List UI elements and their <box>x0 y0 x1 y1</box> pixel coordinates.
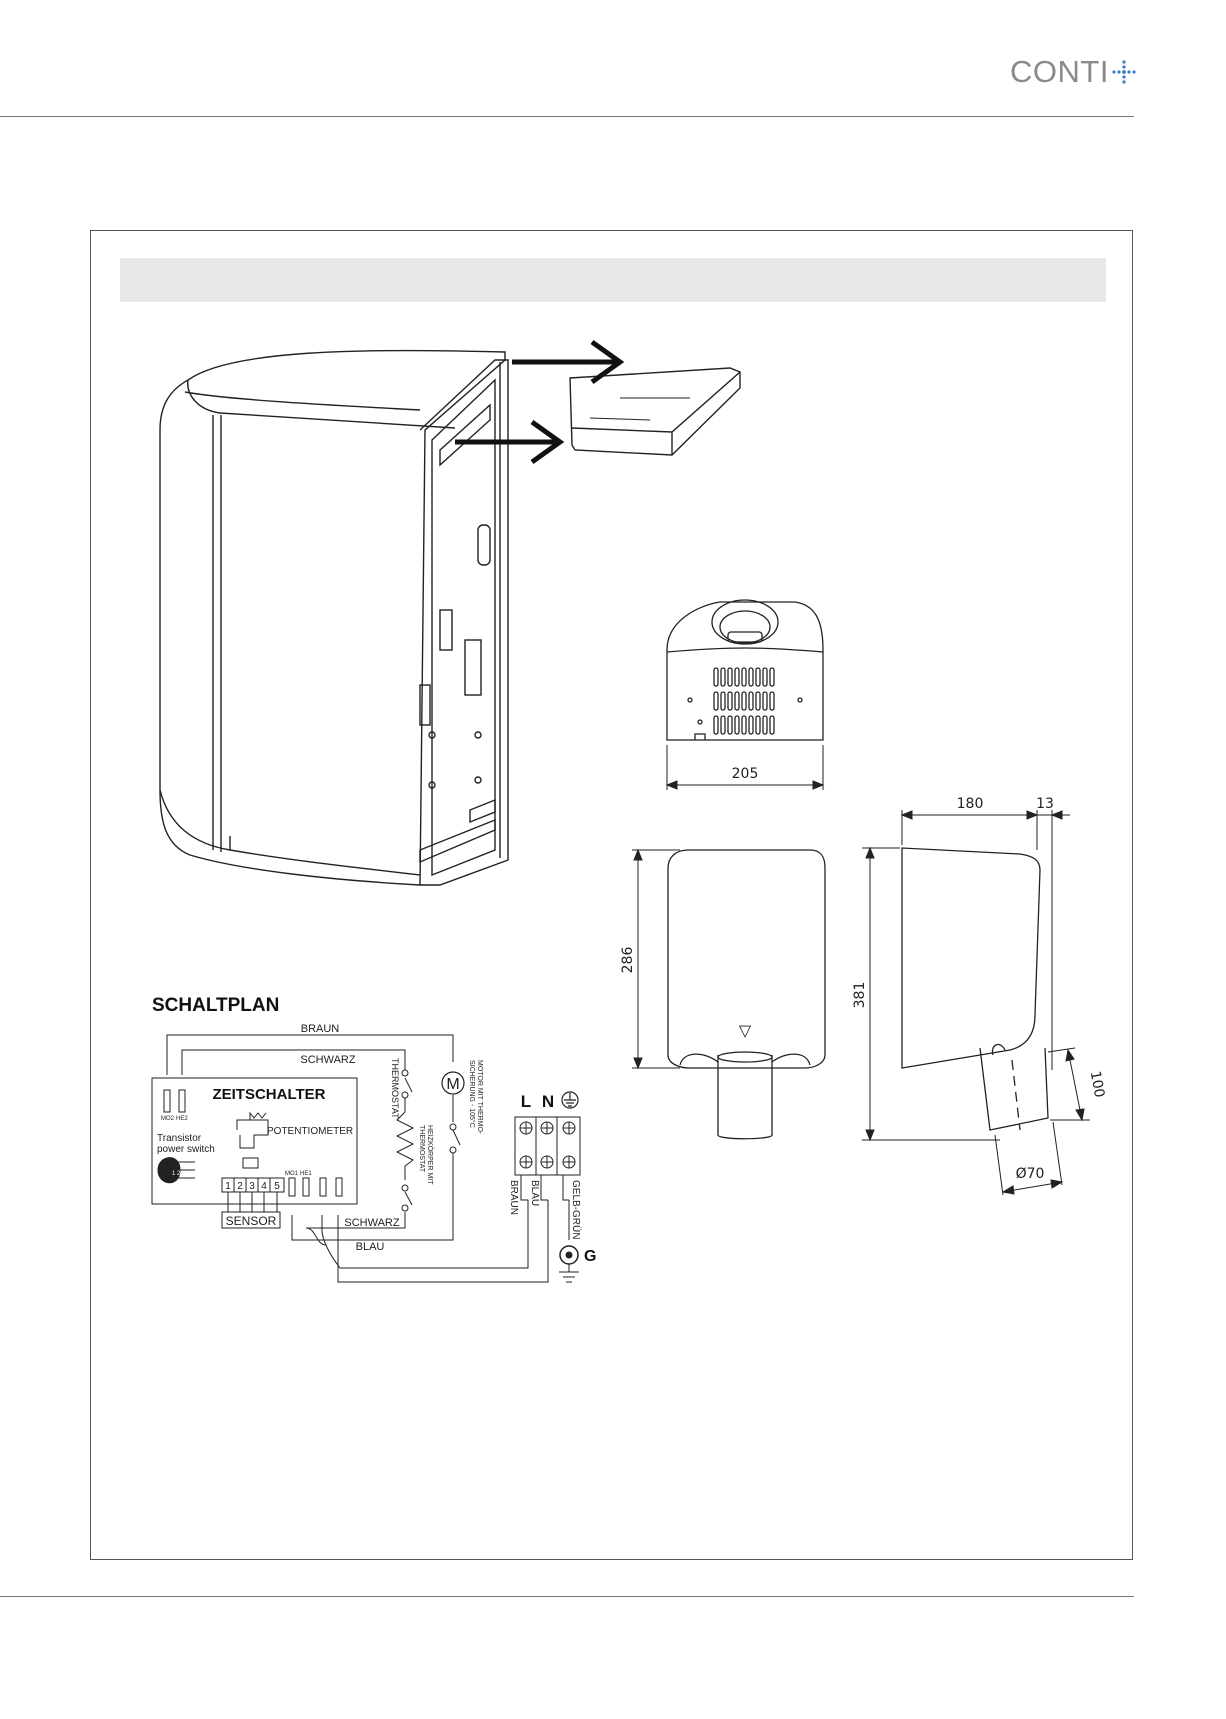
label-braun-top: BRAUN <box>301 1023 340 1035</box>
label-terminal-n: N <box>542 1092 554 1111</box>
label-transistor-1: Transistor <box>157 1133 202 1144</box>
label-heater-2: THERMOSTAT <box>418 1125 425 1173</box>
label-terminal-l: L <box>521 1092 531 1111</box>
label-transistor-pins: 1 2 3 <box>172 1171 186 1177</box>
label-ground: G <box>584 1248 596 1265</box>
label-schwarz-top: SCHWARZ <box>300 1054 355 1066</box>
dimension-outlet-diameter-label: Ø70 <box>1016 1166 1045 1182</box>
dimension-height-side <box>862 848 1000 1140</box>
dimension-height-front-label: 286 <box>620 947 636 974</box>
ground-terminal-dot <box>566 1252 573 1259</box>
label-sensor: SENSOR <box>226 1214 277 1228</box>
label-timer: ZEITSCHALTER <box>212 1086 325 1103</box>
dimension-width-label: 205 <box>732 766 759 782</box>
sensor-pin-3: 3 <box>249 1181 255 1192</box>
label-wire-blau: BLAU <box>529 1180 540 1206</box>
dimension-outlet-length-label: 100 <box>1087 1070 1107 1099</box>
motor-symbol-label: M <box>446 1076 459 1093</box>
dimension-offset-label: 13 <box>1036 796 1054 812</box>
wiring-title: SCHALTPLAN <box>152 995 279 1016</box>
earth-icon <box>562 1092 578 1108</box>
dimension-outlet-length <box>1048 1048 1090 1120</box>
housing-isometric-drawing <box>160 350 508 885</box>
label-wire-gelb-gruen: GELB-GRÜN <box>570 1180 582 1239</box>
sensor-pin-4: 4 <box>261 1181 267 1192</box>
dimension-height-front <box>632 850 680 1068</box>
label-blau-bottom: BLAU <box>356 1241 385 1253</box>
side-view-drawing <box>902 848 1048 1130</box>
label-he2: HE2 <box>176 1116 188 1122</box>
label-heater-1: HEIZKÖRPER MIT <box>426 1125 434 1185</box>
label-schwarz-bottom: SCHWARZ <box>344 1217 399 1229</box>
front-arrow-mark: ▽ <box>739 1021 752 1040</box>
label-potentiometer: POTENTIOMETER <box>267 1126 353 1137</box>
dimension-outlet-diameter <box>995 1122 1062 1195</box>
label-mo2: MO2 <box>161 1116 175 1122</box>
label-motor-2: SICHERUNG - 105°C <box>468 1060 476 1128</box>
front-view-drawing <box>668 850 825 1139</box>
vent-slots <box>714 668 774 734</box>
label-mo1: MO1 <box>285 1171 299 1177</box>
label-motor-1: MOTOR MIT THERMO- <box>476 1060 483 1135</box>
label-he1: HE1 <box>300 1171 312 1177</box>
sensor-pin-1: 1 <box>225 1181 231 1192</box>
label-transistor-2: power switch <box>157 1144 215 1155</box>
dimension-height-side-label: 381 <box>852 982 868 1009</box>
label-thermostat: THERMOSTAT <box>390 1058 400 1119</box>
dimension-depth-label: 180 <box>957 796 984 812</box>
sensor-pin-2: 2 <box>237 1181 243 1192</box>
label-wire-braun: BRAUN <box>508 1180 519 1215</box>
sensor-pin-5: 5 <box>274 1181 280 1192</box>
top-view-drawing <box>667 600 823 740</box>
